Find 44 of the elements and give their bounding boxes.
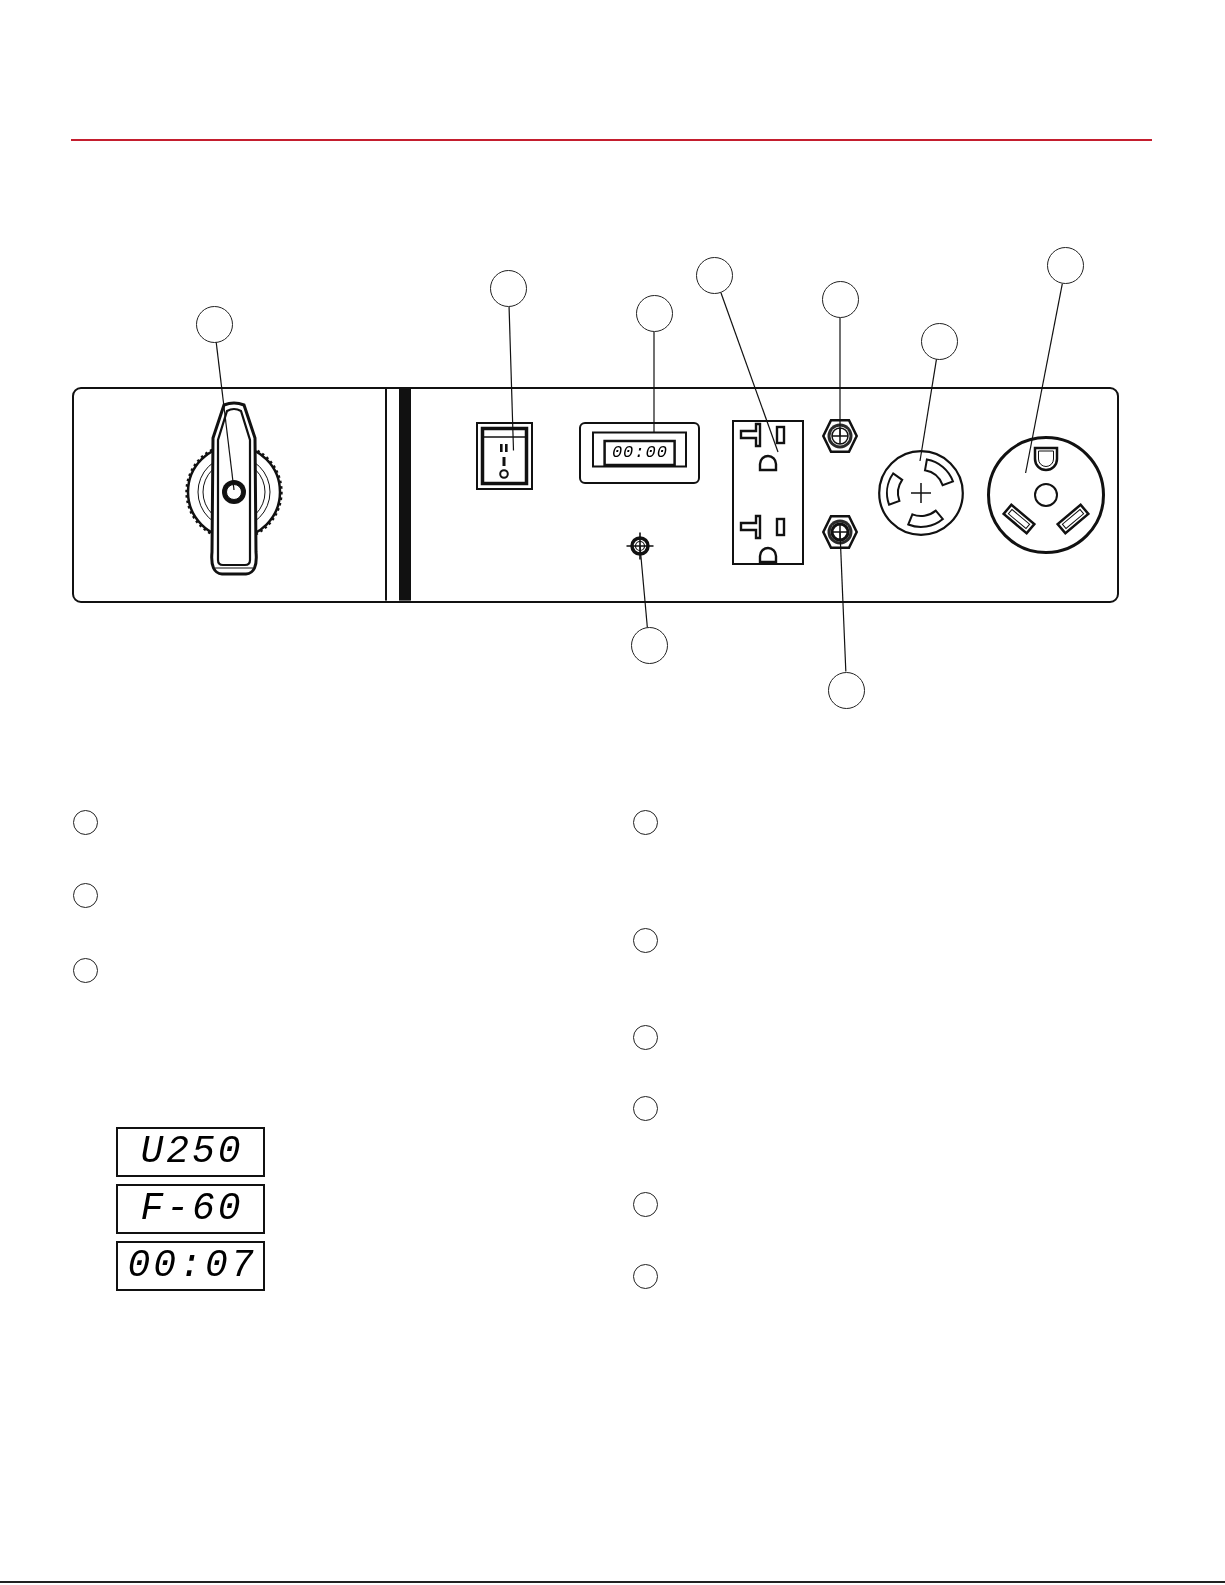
display-readout: U250 <box>139 1129 245 1175</box>
rocker-switch-drawing <box>475 421 533 490</box>
leader-line <box>919 358 938 462</box>
display-readout: 00:07 <box>126 1243 258 1289</box>
twist-lock-outlet-drawing <box>877 449 964 536</box>
callout-circle <box>72 809 98 835</box>
digital-display <box>578 421 700 484</box>
display-readout: F-60 <box>139 1186 245 1232</box>
callout-circle <box>635 295 673 332</box>
hex-terminal-drawing <box>821 418 858 453</box>
callout-circle <box>632 1024 658 1050</box>
ground-terminal-drawing <box>625 531 654 560</box>
leader-line <box>653 331 655 434</box>
leader-line <box>215 341 235 491</box>
lcd-display <box>116 1127 265 1177</box>
callout-circle <box>632 1263 658 1289</box>
callout-circle <box>195 305 233 343</box>
duplex-outlet-drawing <box>731 419 804 565</box>
callout-circle <box>72 957 98 983</box>
callout-circle <box>632 1095 658 1121</box>
rotary-knob-drawing <box>183 401 284 578</box>
callout-circle <box>632 1191 658 1217</box>
hex-terminal-drawing <box>821 514 858 549</box>
leader-line <box>1025 283 1063 474</box>
control-panel <box>72 387 1119 603</box>
display-readout: 00:00 <box>610 441 669 464</box>
callout-circle <box>72 882 98 908</box>
round-outlet-drawing <box>986 435 1105 554</box>
leader-line <box>839 317 841 437</box>
lcd-display <box>116 1241 265 1291</box>
callout-circle <box>632 927 658 953</box>
callout-circle <box>696 256 734 294</box>
lcd-display <box>116 1184 265 1234</box>
callout-circle <box>920 322 958 360</box>
callout-circle <box>1047 247 1085 285</box>
leader-line <box>720 292 779 453</box>
leader-line <box>508 306 515 452</box>
callout-circle <box>632 809 658 835</box>
callout-circle <box>490 270 527 308</box>
callout-circle <box>828 671 866 709</box>
leader-line <box>639 545 648 628</box>
callout-circle <box>821 281 859 319</box>
leader-line <box>839 531 847 673</box>
callout-circle <box>630 627 668 665</box>
